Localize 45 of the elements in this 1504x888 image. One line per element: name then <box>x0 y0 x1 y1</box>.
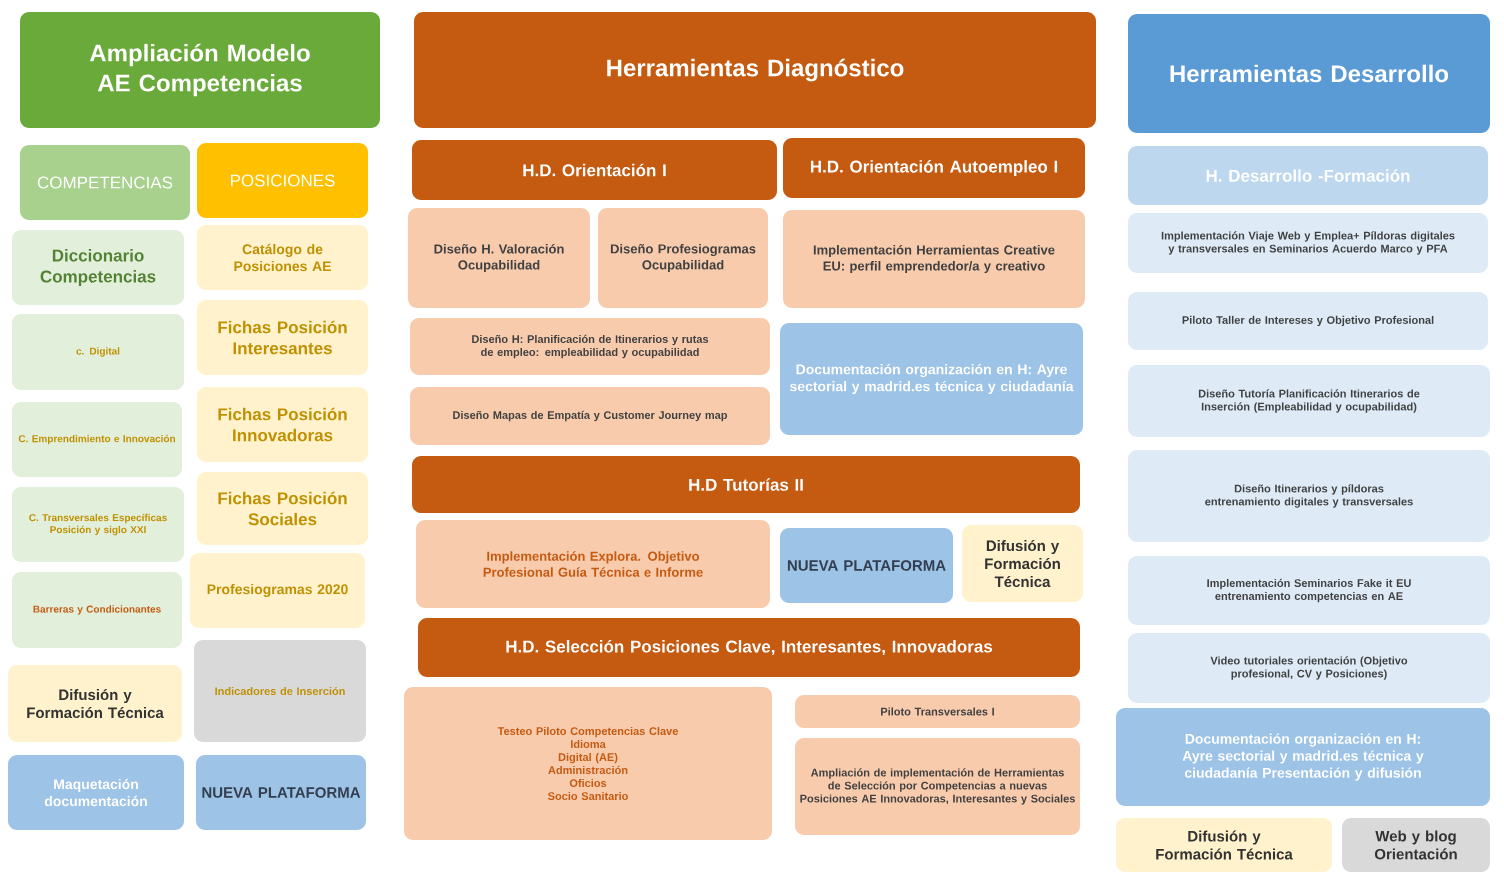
item-box: Documentación organización en H: Ayre sectorial y madrid.es técnica y ciudadanía Presentación y difusión <box>1116 708 1490 806</box>
section-box: POSICIONES <box>197 143 368 218</box>
item-box: Fichas Posición Innovadoras <box>197 387 368 462</box>
item-box: C. Emprendimiento e Innovación <box>12 402 182 477</box>
item-box: Implementación Viaje Web y Emplea+ Píldoras digitales y transversales en Seminarios Acuerdo Marco y PFA <box>1128 213 1488 273</box>
item-box: Difusión y Formación Técnica <box>962 525 1083 602</box>
item-box: Diseño H. Valoración Ocupabilidad <box>408 208 590 308</box>
item-box: Documentación organización en H: Ayre sectorial y madrid.es técnica y ciudadanía <box>780 323 1083 435</box>
item-box: Video tutoriales orientación (Objetivo profesional, CV y Posiciones) <box>1128 633 1490 703</box>
item-box: Barreras y Condicionantes <box>12 572 182 648</box>
section-bar: H. Desarrollo -Formación <box>1128 146 1488 205</box>
column-heading: Ampliación Modelo AE Competencias <box>20 12 380 128</box>
item-box: Diseño Mapas de Empatía y Customer Journey map <box>410 387 770 445</box>
section-box: COMPETENCIAS <box>20 145 190 220</box>
column-heading: Herramientas Desarrollo <box>1128 14 1490 133</box>
item-box: c. Digital <box>12 314 184 390</box>
item-box: Profesiogramas 2020 <box>190 553 365 628</box>
item-box: Testeo Piloto Competencias Clave Idioma Digital (AE) Administración Oficios Socio Sanitario <box>404 687 772 840</box>
column-heading: Herramientas Diagnóstico <box>414 12 1096 128</box>
section-bar: H.D. Selección Posiciones Clave, Interesantes, Innovadoras <box>418 618 1080 677</box>
item-box: NUEVA PLATAFORMA <box>196 755 366 830</box>
item-box: Piloto Taller de Intereses y Objetivo Profesional <box>1128 292 1488 350</box>
item-box: Diccionario Competencias <box>12 230 184 305</box>
item-box: Difusión y Formación Técnica <box>8 665 182 742</box>
item-box: Difusión y Formación Técnica <box>1116 818 1332 872</box>
item-box: Indicadores de Inserción <box>194 640 366 742</box>
item-box: Maquetación documentación <box>8 755 184 830</box>
item-box: Ampliación de implementación de Herramientas de Selección por Competencias a nuevas Posiciones AE Innovadoras, Interesantes y Sociales <box>795 738 1080 835</box>
item-box: Diseño H: Planificación de Itinerarios y rutas de empleo: empleabilidad y ocupabilidad <box>410 318 770 375</box>
item-box: Implementación Herramientas Creative EU: perfil emprendedor/a y creativo <box>783 210 1085 308</box>
item-box: Diseño Tutoría Planificación Itinerarios de Inserción (Empleabilidad y ocupabilidad) <box>1128 365 1490 437</box>
item-box: Fichas Posición Sociales <box>197 472 368 545</box>
item-box: Implementación Explora. Objetivo Profesional Guía Técnica e Informe <box>416 520 770 608</box>
section-bar: H.D Tutorías II <box>412 456 1080 513</box>
item-box: Implementación Seminarios Fake it EU entrenamiento competencias en AE <box>1128 556 1490 625</box>
item-box: Diseño Itinerarios y píldoras entrenamiento digitales y transversales <box>1128 450 1490 542</box>
item-box: Diseño Profesiogramas Ocupabilidad <box>598 208 768 308</box>
item-box: Web y blog Orientación <box>1342 818 1490 872</box>
item-box: Catálogo de Posiciones AE <box>197 225 368 290</box>
section-bar: H.D. Orientación I <box>412 140 777 200</box>
item-box: NUEVA PLATAFORMA <box>780 528 953 603</box>
section-bar: H.D. Orientación Autoempleo I <box>783 138 1085 198</box>
item-box: Fichas Posición Interesantes <box>197 300 368 375</box>
item-box: Piloto Transversales I <box>795 695 1080 728</box>
item-box: C. Transversales Específicas Posición y siglo XXI <box>12 487 184 562</box>
